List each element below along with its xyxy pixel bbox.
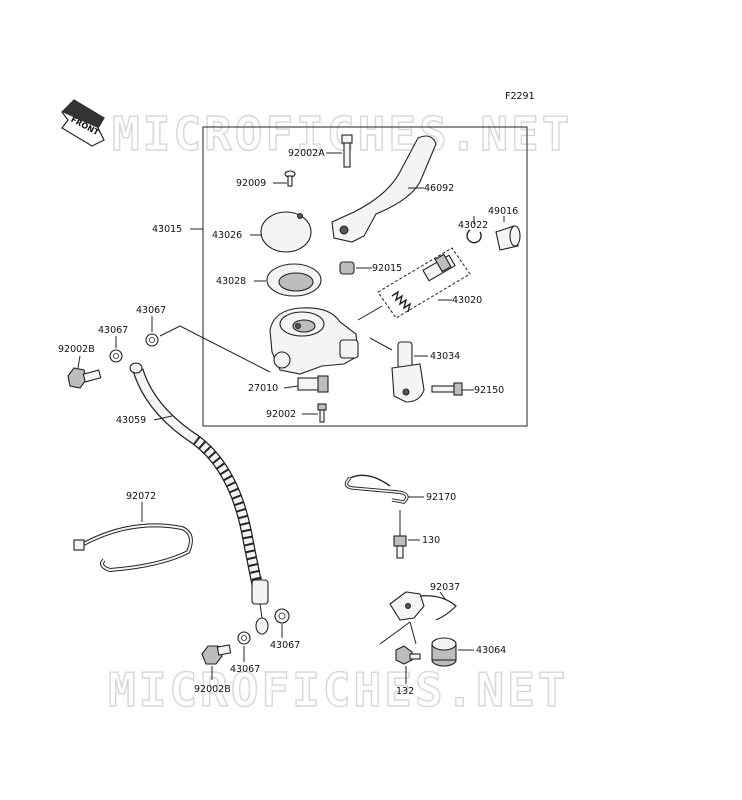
- label-43022: 43022: [458, 220, 488, 231]
- label-92170: 92170: [426, 492, 456, 503]
- label-92002: 92002: [266, 409, 296, 420]
- figure-code: F2291: [505, 91, 535, 102]
- holder-43034: [391, 341, 425, 403]
- label-43064: 43064: [476, 645, 506, 656]
- circlip-43022: [466, 229, 482, 244]
- label-92009: 92009: [236, 178, 266, 189]
- cap-43026: [260, 211, 312, 253]
- label-43020: 43020: [452, 295, 482, 306]
- master-cylinder-body: [269, 307, 359, 375]
- watermark-bottom: MICROFICHES.NET: [108, 663, 568, 717]
- label-130: 130: [422, 535, 440, 546]
- band-92072: [73, 523, 193, 573]
- label-43067-left: 43067: [98, 325, 128, 336]
- collar-92015: [339, 261, 355, 275]
- label-43034: 43034: [430, 351, 460, 362]
- label-43067-upper: 43067: [136, 305, 166, 316]
- label-43059: 43059: [116, 415, 146, 426]
- label-43015: 43015: [152, 224, 182, 235]
- bolt-92150: [431, 382, 463, 396]
- label-43026: 43026: [212, 230, 242, 241]
- label-43067-lower-left: 43067: [230, 664, 260, 675]
- clamp-92170: [344, 474, 409, 504]
- lever-46092: [331, 135, 437, 243]
- boot-49016: [495, 225, 521, 251]
- switch-27010: [297, 375, 329, 393]
- assembly-box: [202, 126, 528, 427]
- diaphragm-43028: [266, 263, 322, 297]
- label-92002B-upper: 92002B: [58, 344, 95, 355]
- bolt-132: [395, 645, 421, 665]
- brake-hose-43059: [129, 362, 269, 635]
- banjo-bolt-92002B-lower: [201, 644, 232, 665]
- screw-92009: [284, 170, 296, 187]
- grommet-43064: [431, 637, 457, 667]
- label-92002A: 92002A: [288, 148, 325, 159]
- bracket-92037: [389, 591, 457, 621]
- bolt-130: [393, 535, 407, 559]
- front-arrow-icon: FRONT: [61, 99, 105, 147]
- label-92015: 92015: [372, 263, 402, 274]
- label-92150: 92150: [474, 385, 504, 396]
- label-43028: 43028: [216, 276, 246, 287]
- banjo-bolt-92002B-upper: [67, 367, 102, 389]
- bolt-92002A: [341, 134, 353, 168]
- screw-92002: [317, 403, 327, 423]
- label-92002B-lower: 92002B: [194, 684, 231, 695]
- label-43067-lower-right: 43067: [270, 640, 300, 651]
- label-46092: 46092: [424, 183, 454, 194]
- label-27010: 27010: [248, 383, 278, 394]
- label-132: 132: [396, 686, 414, 697]
- piston-kit-43020: [377, 247, 471, 319]
- label-92072: 92072: [126, 491, 156, 502]
- label-92037: 92037: [430, 582, 460, 593]
- watermark-top: MICROFICHES.NET: [112, 107, 572, 161]
- label-49016: 49016: [488, 206, 518, 217]
